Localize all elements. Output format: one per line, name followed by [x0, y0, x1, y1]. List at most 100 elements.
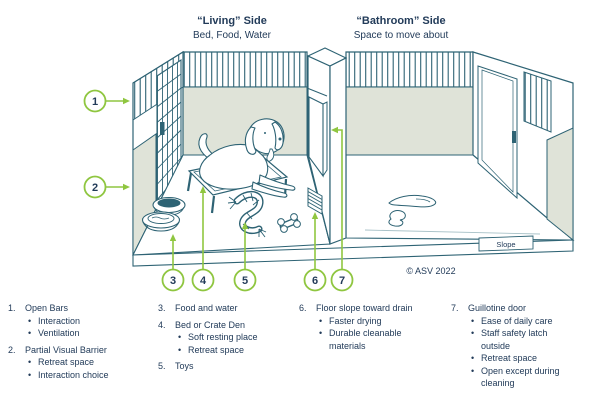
- dog-ear-right: [271, 121, 284, 151]
- bullet-icon: •: [178, 344, 182, 355]
- legend-item-2: 2. Partial Visual Barrier •Retreat space…: [8, 344, 140, 382]
- callout-7-number: 7: [339, 275, 345, 287]
- back-panel-bathroom: [345, 86, 474, 156]
- divider-wall: [306, 47, 348, 245]
- legend-bullet: •Staff safety latch outside: [471, 328, 548, 351]
- bathroom-side-subtitle: Space to move about: [354, 30, 449, 41]
- bullet-icon: •: [471, 353, 475, 363]
- drain-grate: [307, 187, 323, 215]
- callout-4: [191, 268, 215, 292]
- right-wall-bars: [523, 71, 552, 133]
- legend-item-title: Food and water: [175, 303, 238, 313]
- legend-item-title: Toys: [175, 361, 194, 371]
- water-ripple: [151, 216, 170, 220]
- legend-bullet: •Durable cleanable materials: [319, 328, 402, 351]
- legend-item-5: 5. Toys: [158, 360, 290, 373]
- legend-item-number: 2.: [8, 344, 16, 355]
- legend-item-number: 7.: [451, 303, 459, 313]
- dog-eye: [264, 132, 266, 134]
- callout-5: [233, 268, 257, 292]
- legend-item-4: 4. Bed or Crate Den •Soft resting place …: [158, 319, 290, 357]
- right-door-inner: [481, 69, 514, 193]
- callout-5-number: 5: [242, 275, 248, 287]
- legend-item-title: Bed or Crate Den: [175, 319, 246, 330]
- legend-item-6: 6. Floor slope toward drain •Faster dryi…: [299, 302, 429, 352]
- legend-bullet: •Soft resting place: [178, 332, 258, 342]
- bullet-icon: •: [28, 357, 32, 367]
- guillotine-door: [308, 96, 328, 178]
- dog-nose: [278, 137, 282, 141]
- dog-illustration: [198, 118, 296, 198]
- callout-arrowheads: [123, 97, 338, 241]
- legend-bullet: •Interaction choice: [28, 369, 109, 380]
- right-door-latch: [512, 131, 516, 143]
- bone-toy: [277, 213, 301, 233]
- callout-4-number: 4: [200, 275, 207, 287]
- back-wall-bathroom: [345, 51, 474, 156]
- slope-label-box: [478, 235, 534, 252]
- right-wall-panel: [546, 127, 574, 242]
- open-bars-living: [182, 51, 308, 88]
- bullet-icon: •: [471, 328, 475, 338]
- legend-item-title: Floor slope toward drain: [316, 303, 413, 313]
- legend-bullet: •Interaction: [28, 315, 81, 326]
- legend-item-number: 3.: [158, 303, 166, 313]
- callout-3-number: 3: [170, 275, 176, 287]
- bullet-icon: •: [28, 328, 32, 338]
- legend-item-number: 5.: [158, 361, 166, 371]
- legend-item-1: 1. Open Bars •Interaction •Ventilation: [8, 302, 140, 340]
- legend-item-title: Guillotine door: [468, 303, 527, 313]
- open-bars-bathroom: [345, 51, 474, 88]
- divider-front-face: [329, 57, 347, 245]
- callout-7: [330, 268, 354, 292]
- legend-bullet: •Retreat space: [28, 357, 95, 367]
- callout-6: [303, 268, 327, 292]
- bullet-icon: •: [178, 332, 182, 342]
- slope-label: Slope: [496, 240, 515, 249]
- bullet-icon: •: [471, 315, 475, 326]
- legend-item-title: Partial Visual Barrier: [25, 344, 107, 355]
- front-curb: [132, 239, 574, 267]
- bullet-icon: •: [471, 365, 475, 376]
- legend-col-2: 3. Food and water 4. Bed or Crate Den •S…: [158, 302, 290, 377]
- food-water-bowls: [141, 196, 186, 232]
- dog-front-leg: [258, 174, 296, 191]
- callout-2: [83, 175, 107, 199]
- callout-2-number: 2: [92, 182, 98, 194]
- bullet-icon: •: [319, 328, 323, 338]
- diagram-labels: “Living” Side Bed, Food, Water “Bathroom…: [193, 15, 516, 276]
- callout-3: [161, 268, 185, 292]
- legend-bullet: •Retreat space: [471, 353, 538, 363]
- right-wall: [472, 51, 574, 242]
- legend-item-3: 3. Food and water: [158, 302, 290, 315]
- copyright-text: © ASV 2022: [406, 266, 455, 276]
- door-track: [306, 87, 328, 97]
- legend-bullet: •Faster drying: [319, 315, 382, 326]
- callout-6-number: 6: [312, 275, 318, 287]
- slope-line: [364, 229, 541, 235]
- legend-item-number: 4.: [158, 319, 166, 330]
- legend: 1. Open Bars •Interaction •Ventilation 2…: [0, 299, 600, 403]
- dog-ear-left: [244, 126, 257, 155]
- legend-bullet: •Ventilation: [28, 328, 80, 338]
- legend-col-4: 7. Guillotine door •Ease of daily care •…: [451, 302, 577, 394]
- legend-item-7: 7. Guillotine door •Ease of daily care •…: [451, 302, 577, 390]
- living-side-title: “Living” Side: [197, 15, 267, 27]
- bullet-icon: •: [28, 369, 32, 380]
- legend-bullet: •Ease of daily care: [471, 315, 553, 326]
- left-wall: [132, 50, 184, 256]
- waste-illustration: [388, 194, 437, 227]
- front-gate: [156, 58, 182, 202]
- dog-body: [199, 143, 269, 190]
- dog-tongue: [266, 148, 275, 162]
- legend-item-number: 6.: [299, 303, 307, 313]
- legend-bullet: •Retreat space: [178, 344, 245, 355]
- bathroom-side-title: “Bathroom” Side: [356, 15, 445, 27]
- living-side-subtitle: Bed, Food, Water: [193, 30, 272, 41]
- callout-1: [83, 89, 107, 113]
- bullet-icon: •: [28, 315, 32, 326]
- right-door: [477, 65, 518, 200]
- legend-bullet: •Open except during cleaning: [471, 365, 560, 389]
- bullet-icon: •: [319, 315, 323, 326]
